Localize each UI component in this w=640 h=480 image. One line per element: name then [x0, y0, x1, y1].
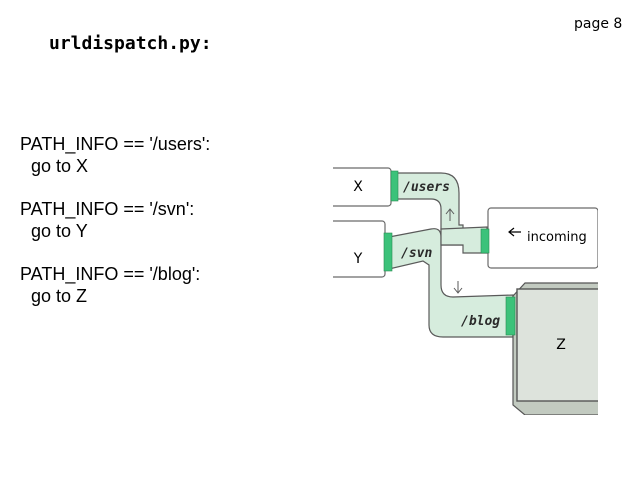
incoming-label: incoming: [527, 230, 587, 245]
rule-action: go to X: [31, 156, 89, 176]
rule-action: go to Y: [31, 221, 88, 241]
connector-y: [383, 232, 393, 272]
pipe-main: [440, 226, 488, 254]
dispatch-diagram: /users /svn /blog X Y incoming Z: [333, 167, 598, 415]
app-x-label: X: [353, 179, 363, 195]
pipe-label-users: /users: [403, 180, 450, 195]
rule-svn: PATH_INFO == '/svn': go to Y: [20, 198, 210, 242]
rule-condition: PATH_INFO == '/svn':: [20, 199, 195, 219]
pipe-label-blog: /blog: [461, 314, 500, 329]
app-z-label: Z: [556, 337, 566, 353]
app-z: Z: [505, 282, 598, 415]
connector-incoming: [480, 228, 490, 254]
pipe-arrow-up: [445, 208, 455, 221]
arrow-left-icon: [508, 227, 521, 237]
pipe-svn: [388, 228, 514, 338]
pipe-network: /users /svn /blog: [388, 172, 514, 338]
rule-condition: PATH_INFO == '/blog':: [20, 264, 201, 284]
dispatch-rules: PATH_INFO == '/users': go to X PATH_INFO…: [20, 133, 210, 328]
app-y: Y: [333, 220, 393, 278]
rule-blog: PATH_INFO == '/blog': go to Z: [20, 263, 210, 307]
page-number: page 8: [574, 16, 623, 32]
app-x: X: [333, 167, 399, 207]
rule-users: PATH_INFO == '/users': go to X: [20, 133, 210, 177]
rule-action: go to Z: [31, 286, 88, 306]
slide-title: urldispatch.py:: [49, 33, 212, 54]
app-y-box: [333, 220, 386, 278]
rule-condition: PATH_INFO == '/users':: [20, 134, 211, 154]
pipe-arrow-down: [453, 281, 463, 294]
app-z-box: [516, 288, 598, 402]
connector-x: [390, 170, 399, 202]
connector-z: [505, 296, 516, 336]
app-y-label: Y: [353, 251, 363, 267]
pipe-label-svn: /svn: [401, 246, 432, 261]
incoming-box-group: incoming: [480, 207, 598, 269]
